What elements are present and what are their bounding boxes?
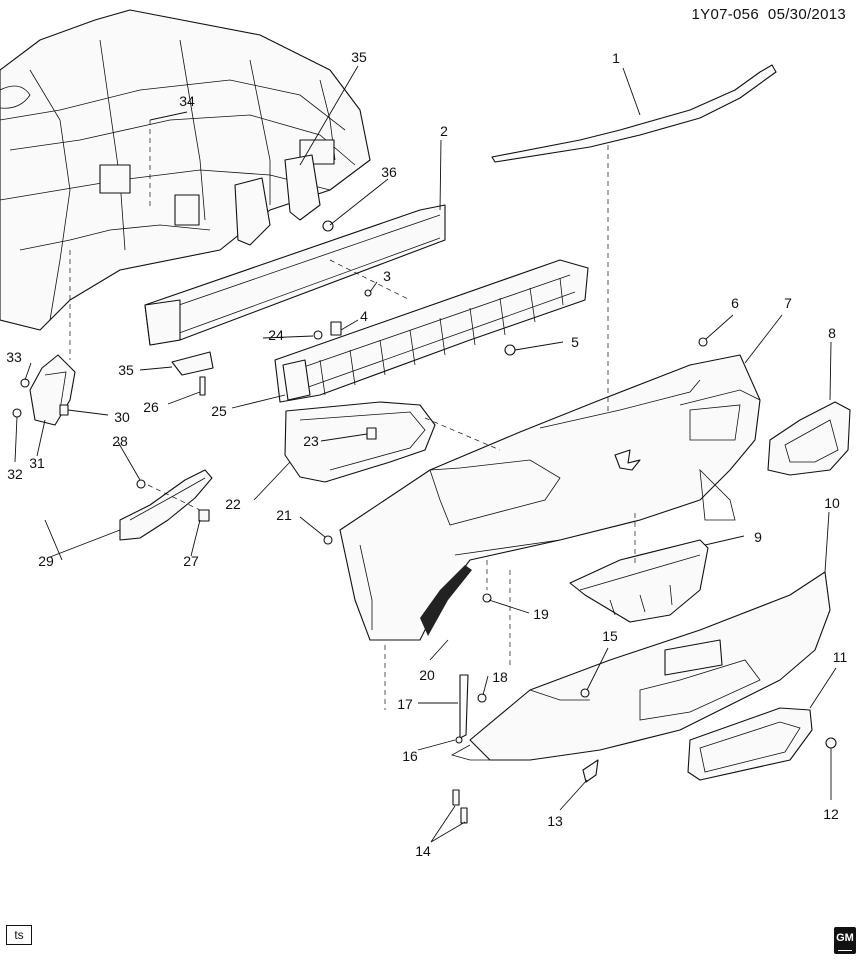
callout-8: 8 [828,325,836,341]
callout-25: 25 [211,403,227,419]
callout-30: 30 [114,409,130,425]
callout-18: 18 [492,669,508,685]
nut-24 [313,330,323,340]
callout-17: 17 [397,696,413,712]
energy-absorber-25 [274,259,589,403]
callout-11: 11 [832,649,848,665]
diagram-code: 1Y07-056 [691,6,759,23]
callout-31: 31 [29,455,45,471]
gm-logo: GM [834,927,856,954]
callout-35-upper: 35 [351,49,367,65]
small-hardware [323,337,837,824]
vehicle-body-structure [0,9,371,331]
valance-9 [569,539,709,623]
diagram-header: 1Y07-056 05/30/2013 [692,6,846,23]
callout-16: 16 [402,748,418,764]
fascia-support-22 [284,401,436,483]
callout-33: 33 [6,349,22,365]
bracket-35-lower [171,351,214,376]
diagram-date: 05/30/2013 [767,6,846,23]
leader-lines [14,65,837,843]
callout-29: 29 [38,553,54,569]
lower-fascia-10 [450,571,831,761]
callout-3: 3 [383,268,391,284]
ts-label: ts [6,925,32,945]
callout-15: 15 [602,628,618,644]
callout-24: 24 [268,327,284,343]
nut-5 [504,344,516,356]
rear-brackets-35 [234,154,334,246]
callout-34: 34 [179,93,195,109]
callout-14: 14 [415,843,431,859]
stud-26 [199,376,206,396]
callout-7: 7 [784,295,792,311]
callout-2: 2 [440,123,448,139]
callout-12: 12 [823,806,839,822]
impact-bar-2 [144,204,446,346]
callout-4: 4 [360,308,368,324]
rear-panel-strip-1 [491,64,777,163]
callout-10: 10 [824,495,840,511]
callout-20: 20 [419,667,435,683]
assembly-lines [69,120,636,710]
bracket-29 [119,469,213,541]
callout-22: 22 [225,496,241,512]
callout-36: 36 [381,164,397,180]
callout-32: 32 [7,466,23,482]
clip-3 [364,289,372,297]
callout-5: 5 [571,334,579,350]
callout-19: 19 [533,606,549,622]
callout-21: 21 [276,507,292,523]
clip-4 [330,321,342,336]
rear-fascia-7 [339,354,761,641]
callout-27: 27 [183,553,199,569]
callout-1: 1 [612,50,620,66]
side-bracket-31 [12,354,76,426]
callout-28: 28 [112,433,128,449]
exhaust-bezel-11 [687,707,813,781]
callout-13: 13 [547,813,563,829]
tail-lamp-bezel-8 [767,401,851,476]
callout-35-lower: 35 [118,362,134,378]
callout-9: 9 [754,529,762,545]
callout-23: 23 [303,433,319,449]
callout-6: 6 [731,295,739,311]
callout-26: 26 [143,399,159,415]
